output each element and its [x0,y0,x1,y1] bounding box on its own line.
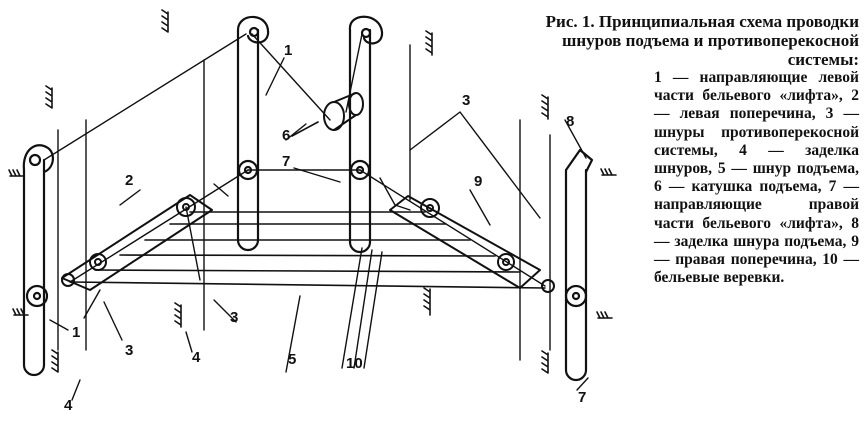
wall-mounts [8,9,617,374]
cords [43,33,546,361]
callout-8: 8 [566,113,574,130]
figure-legend: 1 — направляющие левой части бельевого «… [654,69,859,287]
figure-title: Рис. 1. Принципиальная схема проводки шн… [545,12,859,69]
center-right-guide-rail [348,15,384,254]
callout-10: 10 [346,355,363,372]
crossbars [61,194,555,293]
callout-2: 2 [125,172,133,189]
laundry-ropes [69,211,546,289]
callout-5: 5 [288,351,296,368]
callout-9: 9 [474,173,482,190]
figure-caption: Рис. 1. Принципиальная схема проводки шн… [497,12,859,287]
right-guide-rail [549,134,594,382]
callout-3-center: 3 [230,309,238,326]
callout-4-left: 4 [64,397,73,414]
callout-7-right: 7 [578,389,586,406]
callout-1-top: 1 [284,42,292,59]
lifting-spool [291,92,364,137]
callout-4-center: 4 [192,349,201,366]
callout-3-left: 3 [125,342,133,359]
left-guide-rail [22,129,59,377]
callout-3-right: 3 [462,92,470,109]
center-left-guide-rail [236,15,270,252]
callout-7-center: 7 [282,153,290,170]
callout-1-left: 1 [72,324,80,341]
callout-6: 6 [282,127,290,144]
callout-leaders [49,57,589,401]
